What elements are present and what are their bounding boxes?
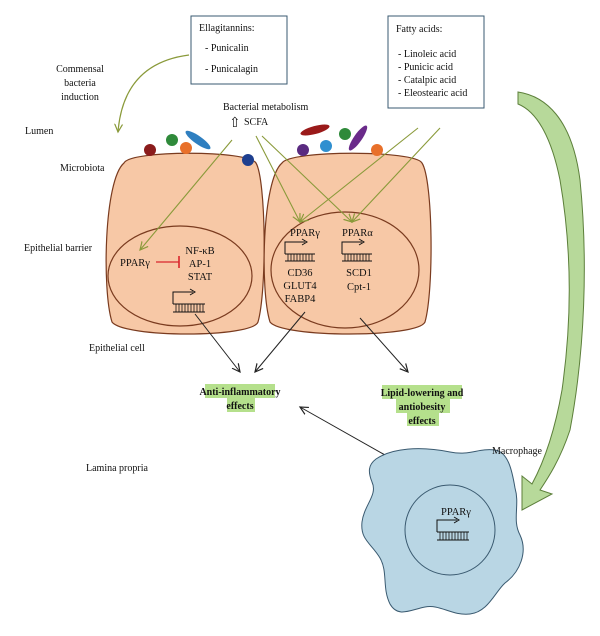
anti-inflammatory-label-line: Anti-inflammatory	[199, 387, 280, 398]
pparg-label: PPARγ	[441, 507, 471, 518]
target-gene-label: SCD1	[346, 268, 372, 279]
coccus-bacterium-icon	[166, 134, 178, 146]
anti-inflammatory-effects: Anti-inflammatory effects	[199, 384, 281, 412]
macrophage: Macrophage PPARγ	[361, 446, 543, 615]
coccus-bacterium-icon	[339, 128, 351, 140]
coccus-bacterium-icon	[371, 144, 383, 156]
nucleus-right	[270, 211, 420, 329]
fatty-acid-delivery-arrow	[517, 91, 585, 511]
lamina-propria-label: Lamina propria	[86, 463, 148, 474]
lipid-label-line: effects	[408, 416, 435, 427]
microbiota-label: Microbiota	[60, 163, 105, 174]
epithelial-cell-label: Epithelial cell	[89, 343, 145, 354]
scfa-to-pparg-arrow	[255, 135, 300, 222]
fatty-acid-item: - Eleostearic acid	[398, 88, 467, 99]
fatty-acids-title: Fatty acids:	[396, 24, 442, 35]
lipid-label-line: antiobesity	[399, 402, 446, 413]
macrophage-label: Macrophage	[492, 446, 543, 457]
rod-bacterium-icon	[300, 124, 330, 136]
ellagitannin-to-ppar-arrow	[140, 139, 233, 250]
fatty-acid-item: - Catalpic acid	[398, 75, 456, 86]
right-cell-to-anti-inflammatory-arrow	[255, 311, 306, 372]
lumen-label: Lumen	[25, 126, 53, 137]
epithelial-barrier-label: Epithelial barrier	[24, 243, 93, 254]
gene-promoter-icon	[436, 516, 469, 541]
lipid-label-line: Lipid-lowering and	[381, 388, 464, 399]
target-gene-label: FABP4	[285, 294, 316, 305]
ellagitannins-item: - Punicalin	[205, 43, 249, 54]
scfa-label: SCFA	[244, 117, 269, 128]
epithelial-cell-left	[105, 152, 265, 335]
coccus-bacterium-icon	[144, 144, 156, 156]
commensal-label-line: bacteria	[64, 78, 96, 89]
target-gene-label: GLUT4	[283, 281, 317, 292]
target-gene-label: NF-κB	[185, 246, 214, 257]
fatty-acid-item: - Punicic acid	[398, 62, 453, 73]
coccus-bacterium-icon	[320, 140, 332, 152]
fatty-acid-to-pparg-arrow	[300, 127, 419, 222]
epithelial-cell-right	[263, 152, 432, 335]
scfa-to-ppara-arrow	[261, 135, 352, 222]
gene-promoter-icon	[172, 288, 205, 313]
gene-promoter-icon	[284, 238, 315, 262]
left-cell-to-anti-inflammatory-arrow	[194, 313, 240, 372]
fatty-acids-box: Fatty acids: - Linoleic acid - Punicic a…	[387, 15, 485, 109]
ligand-arrows	[140, 127, 441, 250]
commensal-label-line: induction	[61, 92, 99, 103]
increase-arrow-icon: ⇧	[229, 116, 241, 131]
coccus-bacterium-icon	[297, 144, 309, 156]
ellagitannins-box: Ellagitannins: - Punicalin - Punicalagin	[190, 15, 288, 85]
rod-bacterium-icon	[348, 125, 368, 151]
nucleus-left	[107, 225, 253, 327]
rod-bacterium-icon	[185, 130, 211, 150]
target-gene-label: AP-1	[189, 259, 211, 270]
macrophage-nucleus	[404, 484, 496, 576]
ellagitannins-item: - Punicalagin	[205, 64, 258, 75]
microbiota-cluster	[144, 124, 383, 166]
coccus-bacterium-icon	[180, 142, 192, 154]
ellagitannins-title: Ellagitannins:	[199, 23, 255, 34]
right-cell-to-lipid-arrow	[359, 317, 408, 372]
pparg-label: PPARγ	[120, 258, 150, 269]
lipid-lowering-effects: Lipid-lowering and antiobesity effects	[381, 385, 464, 427]
ppara-label: PPARα	[342, 228, 373, 239]
bacterial-metabolism-label: Bacterial metabolism	[223, 102, 308, 113]
fatty-acid-to-ppara-arrow	[352, 127, 441, 222]
anti-inflammatory-label-line: effects	[226, 401, 253, 412]
fatty-acid-item: - Linoleic acid	[398, 49, 456, 60]
pparg-label: PPARγ	[290, 228, 320, 239]
target-gene-label: Cpt-1	[347, 282, 371, 293]
gene-promoter-icon	[341, 238, 372, 262]
coccus-bacterium-icon	[242, 154, 254, 166]
target-gene-label: CD36	[287, 268, 312, 279]
commensal-induction-arrow	[118, 54, 190, 132]
commensal-label-line: Commensal	[56, 64, 104, 75]
target-gene-label: STAT	[188, 272, 213, 283]
